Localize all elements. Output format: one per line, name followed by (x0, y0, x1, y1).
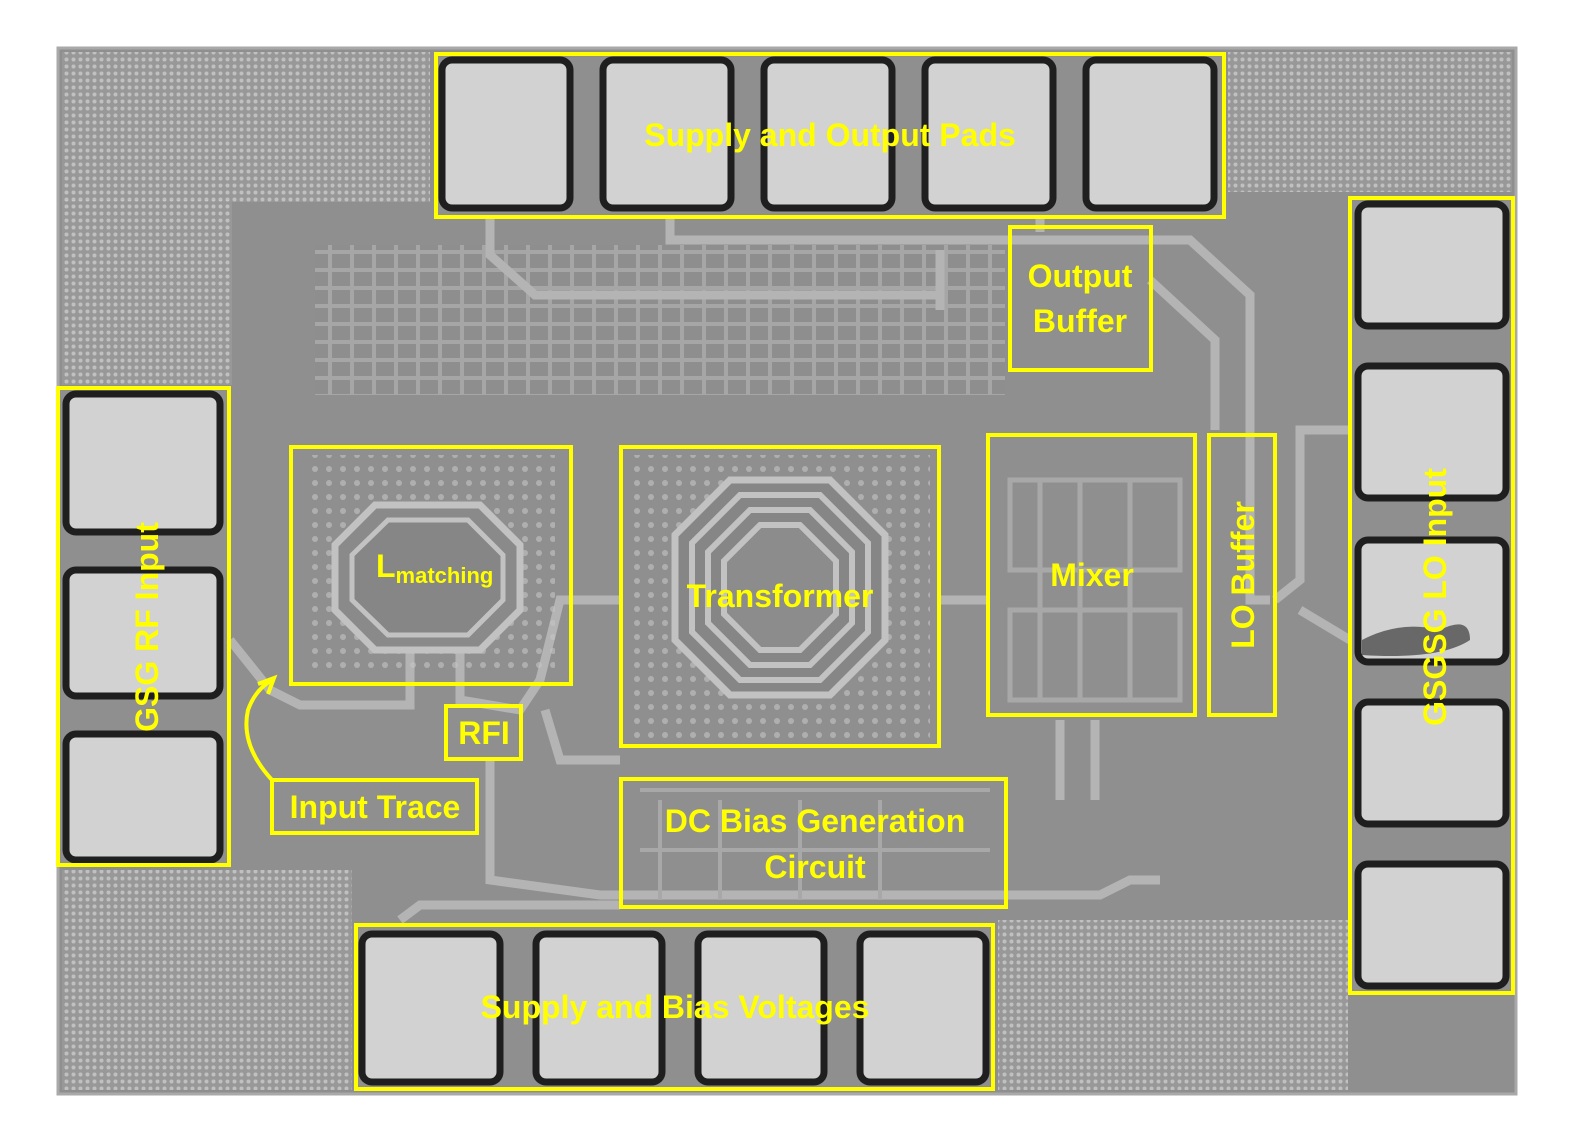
output-buffer-label-line2: Buffer (1033, 303, 1127, 339)
output-buffer-label-line1: Output (1028, 258, 1133, 294)
supply-bias-voltages-label: Supply and Bias Voltages (481, 989, 870, 1025)
l-matching-label: Lmatching (376, 548, 493, 588)
dc-bias-box (619, 777, 1008, 909)
bottom-pad-3 (694, 930, 828, 1086)
top-pad-5 (1082, 56, 1218, 212)
fill-pattern-top-right (1228, 52, 1512, 192)
fill-pattern-bottom-left (62, 870, 352, 1090)
bottom-pad-4 (856, 930, 990, 1086)
lo-buffer-box (1207, 433, 1277, 717)
rfi-label: RFI (458, 715, 510, 751)
mixer-circuitry (1007, 477, 1183, 703)
dc-bias-circuitry (640, 788, 990, 900)
top-pad-row (438, 56, 1218, 212)
matching-inductor (305, 455, 555, 670)
right-pad-1 (1354, 200, 1510, 330)
input-trace-label: Input Trace (290, 789, 461, 825)
gsgsg-lo-input-label: GSGSG LO Input (1417, 468, 1453, 726)
top-pad-2 (599, 56, 735, 212)
dc-bias-label-line1: DC Bias Generation (665, 803, 966, 839)
gsg-rf-input-box (56, 386, 231, 867)
bottom-pad-2 (532, 930, 666, 1086)
right-pad-2 (1354, 362, 1510, 502)
left-pad-2 (62, 566, 224, 700)
right-pad-5 (1354, 860, 1510, 990)
rfi-box (444, 704, 523, 761)
transformer-label: Transformer (687, 578, 874, 614)
gsg-rf-input-label: GSG RF Input (129, 522, 165, 732)
input-trace-box (270, 778, 479, 835)
transformer-structure (630, 455, 930, 740)
right-pad-column (1354, 200, 1510, 990)
l-matching-main: L (376, 548, 396, 584)
transformer-box (619, 445, 941, 748)
top-pad-1 (438, 56, 574, 212)
lo-buffer-label: LO Buffer (1225, 501, 1261, 649)
mixer-box (986, 433, 1197, 717)
fill-pattern-top-left (62, 52, 430, 202)
probe-scratch (1362, 624, 1470, 656)
fill-pattern-bottom-right (998, 920, 1348, 1090)
annotation-boxes (56, 52, 1515, 1091)
bottom-pad-row (358, 930, 990, 1086)
top-pad-3 (760, 56, 896, 212)
supply-bias-voltages-box (354, 923, 995, 1091)
fill-pattern-left (62, 200, 232, 385)
top-pad-4 (921, 56, 1057, 212)
left-pad-column (62, 390, 224, 864)
gsgsg-lo-input-box (1348, 196, 1515, 995)
decap-grid (315, 245, 1005, 395)
supply-output-pads-box (434, 52, 1226, 219)
mixer-label: Mixer (1050, 557, 1134, 593)
l-matching-sub: matching (396, 563, 494, 588)
supply-output-pads-label: Supply and Output Pads (644, 117, 1016, 153)
input-trace-arrow (244, 674, 278, 782)
left-pad-1 (62, 390, 224, 536)
dc-bias-label-line2: Circuit (764, 849, 866, 885)
output-buffer-box (1008, 225, 1153, 372)
bottom-pad-1 (358, 930, 504, 1086)
right-pad-4 (1354, 698, 1510, 828)
l-matching-box (289, 445, 573, 686)
left-pad-3 (62, 730, 224, 864)
